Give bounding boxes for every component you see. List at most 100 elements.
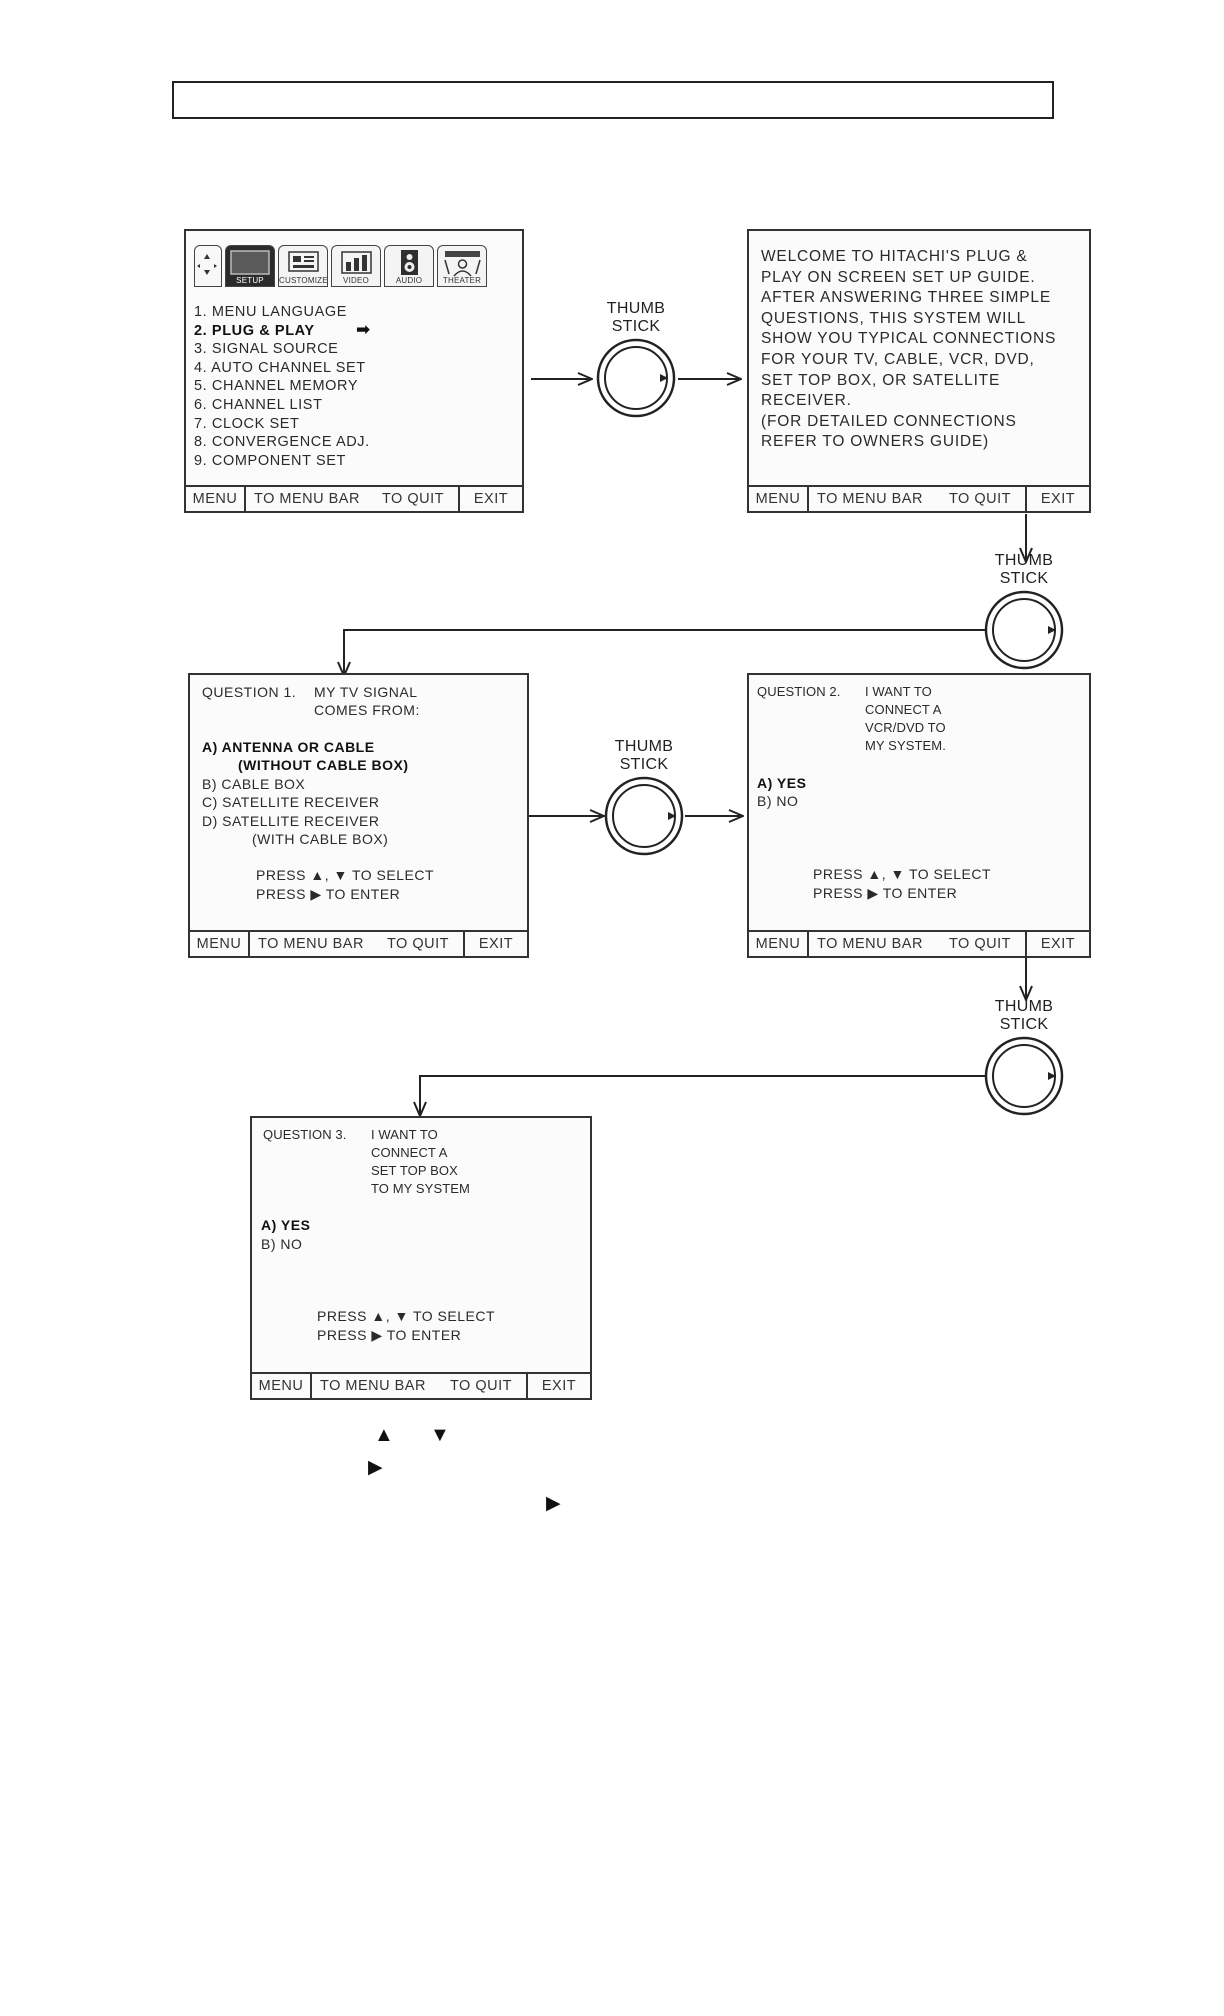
tab-customize[interactable]: CUSTOMIZE (278, 245, 328, 287)
screen-welcome: WELCOME TO HITACHI'S PLUG & PLAY ON SCRE… (747, 229, 1091, 513)
welcome-line: SHOW YOU TYPICAL CONNECTIONS (761, 330, 1057, 348)
option-no[interactable]: B) NO (757, 793, 799, 809)
softkey-exit[interactable]: EXIT (1040, 491, 1076, 507)
question-3-label: QUESTION 3. (263, 1127, 347, 1142)
screen-setup-menu: SETUP CUSTOMIZE VIDEO (184, 229, 524, 513)
softkey-to-menu-bar-label: TO MENU BAR (817, 491, 923, 507)
thumb-label-line1: THUMB (606, 300, 666, 317)
softkey-to-menu-bar-label: TO MENU BAR (817, 936, 923, 952)
welcome-line: WELCOME TO HITACHI'S PLUG & (761, 248, 1028, 265)
softkey-to-menu-bar-label: TO MENU BAR (254, 491, 360, 507)
press-enter-hint: PRESS ▶ TO ENTER (317, 1327, 462, 1343)
menu-item-signal-source[interactable]: 3. SIGNAL SOURCE (194, 341, 339, 358)
softkey-menu[interactable]: MENU (252, 1374, 312, 1398)
softkey-to-menu-bar[interactable]: TO MENU BAR TO QUIT (809, 932, 1027, 956)
up-triangle-icon: ▲ (374, 1424, 394, 1446)
menu-item-clock-set[interactable]: 7. CLOCK SET (194, 415, 300, 432)
down-triangle-icon: ▼ (430, 1424, 450, 1446)
menu-item-channel-memory[interactable]: 5. CHANNEL MEMORY (194, 378, 359, 395)
press-select-hint: PRESS ▲, ▼ TO SELECT (813, 866, 992, 882)
tab-theater[interactable]: THEATER (437, 245, 487, 287)
setup-tv-icon (230, 250, 270, 275)
speaker-icon (401, 250, 418, 275)
option-no[interactable]: B) NO (261, 1236, 303, 1252)
option-yes[interactable]: A) YES (261, 1217, 311, 1233)
question-2-line: I WANT TO (865, 684, 932, 699)
softkey-exit[interactable]: EXIT (1040, 936, 1076, 952)
welcome-line: (FOR DETAILED CONNECTIONS (761, 412, 1017, 430)
softkey-to-menu-bar[interactable]: TO MENU BAR TO QUIT (246, 487, 460, 511)
selection-arrow-icon: ➡ (356, 319, 371, 339)
softkey-to-menu-bar[interactable]: TO MENU BAR TO QUIT (250, 932, 465, 956)
menu-item-language[interactable]: 1. MENU LANGUAGE (194, 304, 348, 320)
softkey-menu[interactable]: MENU (190, 932, 250, 956)
tab-label: VIDEO (343, 276, 369, 285)
option-yes[interactable]: A) YES (757, 775, 807, 791)
softkey-exit[interactable]: EXIT (478, 936, 514, 952)
option-d-line2: (WITH CABLE BOX) (252, 831, 389, 847)
thumb-label-line2: STICK (999, 570, 1049, 587)
screen-question-3: QUESTION 3. I WANT TO CONNECT A SET TOP … (250, 1116, 592, 1400)
question-3-line: I WANT TO (371, 1127, 438, 1142)
thumb-label-line2: STICK (611, 318, 661, 335)
thumb-stick-icon-1 (596, 338, 676, 418)
softkey-exit[interactable]: EXIT (541, 1378, 577, 1394)
menu-item-plug-and-play[interactable]: 2. PLUG & PLAY ➡ (194, 319, 371, 341)
tab-label: SETUP (236, 276, 264, 285)
tab-setup[interactable]: SETUP (225, 245, 275, 287)
tab-audio[interactable]: AUDIO (384, 245, 434, 287)
setup-menu-list: 1. MENU LANGUAGE 2. PLUG & PLAY ➡ 3. SIG… (194, 303, 370, 470)
thumb-stick-label-4: THUMB STICK (984, 998, 1064, 1034)
press-enter-hint: PRESS ▶ TO ENTER (813, 885, 958, 901)
screen-question-2: QUESTION 2. I WANT TO CONNECT A VCR/DVD … (747, 673, 1091, 958)
thumb-stick-icon-3 (604, 776, 684, 856)
softkey-to-menu-bar[interactable]: TO MENU BAR TO QUIT (312, 1374, 528, 1398)
thumb-label-line2: STICK (619, 756, 669, 773)
softkey-to-quit-label: TO QUIT (449, 1378, 512, 1394)
press-select-hint: PRESS ▲, ▼ TO SELECT (256, 867, 435, 883)
question-2-line: CONNECT A (865, 702, 942, 717)
welcome-line: SET TOP BOX, OR SATELLITE (761, 371, 1001, 389)
thumb-label-line2: STICK (999, 1016, 1049, 1033)
tab-label: CUSTOMIZE (279, 276, 328, 285)
question-3-line: CONNECT A (371, 1145, 448, 1160)
softkey-exit[interactable]: EXIT (473, 491, 509, 507)
softkey-bar: MENU TO MENU BAR TO QUIT EXIT (190, 930, 527, 956)
thumb-stick-icon-4 (984, 1036, 1064, 1116)
softkey-bar: MENU TO MENU BAR TO QUIT EXIT (186, 485, 522, 511)
tab-label: THEATER (442, 276, 482, 285)
option-c[interactable]: C) SATELLITE RECEIVER (202, 794, 380, 810)
option-a-line1[interactable]: A) ANTENNA OR CABLE (202, 739, 375, 755)
thumb-stick-label-2: THUMB STICK (984, 552, 1064, 588)
tab-video[interactable]: VIDEO (331, 245, 381, 287)
thumb-label-line1: THUMB (614, 738, 674, 755)
option-b[interactable]: B) CABLE BOX (202, 776, 306, 792)
welcome-line: AFTER ANSWERING THREE SIMPLE (761, 289, 1051, 307)
question-2-line: MY SYSTEM. (865, 738, 946, 753)
screen-question-1: QUESTION 1. MY TV SIGNAL COMES FROM: A) … (188, 673, 529, 958)
softkey-bar: MENU TO MENU BAR TO QUIT EXIT (749, 485, 1089, 511)
video-bars-icon (341, 251, 372, 274)
menu-item-channel-list[interactable]: 6. CHANNEL LIST (194, 396, 323, 413)
softkey-to-menu-bar[interactable]: TO MENU BAR TO QUIT (809, 487, 1027, 511)
menu-item-auto-channel-set[interactable]: 4. AUTO CHANNEL SET (194, 359, 366, 376)
softkey-menu[interactable]: MENU (749, 487, 809, 511)
softkey-to-quit-label: TO QUIT (948, 936, 1011, 952)
welcome-line: REFER TO OWNERS GUIDE) (761, 433, 990, 451)
customize-icon (288, 251, 319, 272)
softkey-menu[interactable]: MENU (186, 487, 246, 511)
menu-item-convergence-adj[interactable]: 8. CONVERGENCE ADJ. (194, 434, 370, 451)
softkey-menu[interactable]: MENU (749, 932, 809, 956)
question-1-line1: MY TV SIGNAL (314, 684, 418, 700)
menu-item-component-set[interactable]: 9. COMPONENT SET (194, 452, 346, 469)
question-3-line: TO MY SYSTEM (371, 1181, 470, 1196)
option-a-line2: (WITHOUT CABLE BOX) (238, 757, 409, 773)
softkey-bar: MENU TO MENU BAR TO QUIT EXIT (252, 1372, 590, 1398)
thumb-stick-label-1: THUMB STICK (596, 300, 676, 336)
thumb-stick-icon-2 (984, 590, 1064, 670)
thumb-stick-label-3: THUMB STICK (604, 738, 684, 774)
option-d-line1[interactable]: D) SATELLITE RECEIVER (202, 813, 380, 829)
nav-arrows-icon[interactable] (194, 245, 222, 287)
line-thumb2-to-s3 (344, 629, 988, 676)
